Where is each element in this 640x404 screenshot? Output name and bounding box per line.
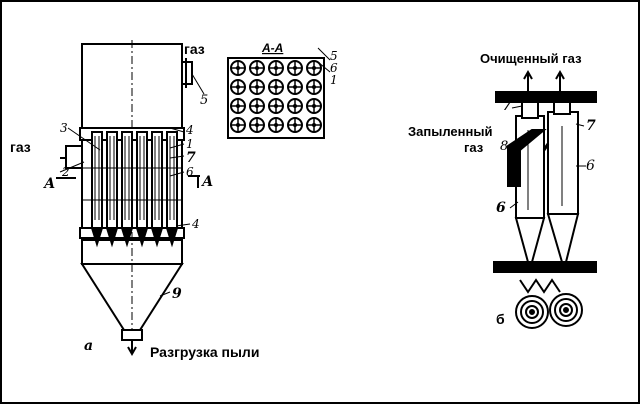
cyclone-right-body [547, 111, 579, 215]
callout-7-b-left: 7 [502, 98, 512, 114]
section-element-core [236, 85, 240, 89]
gas-outlet-label: газ [184, 41, 205, 57]
callout-7-b-right: 7 [586, 118, 596, 134]
section-element-core [255, 104, 259, 108]
dust-discharge-label: Разгрузка пыли [150, 344, 259, 360]
bottom-beam [493, 261, 597, 273]
section-element-core [274, 66, 278, 70]
callout-8: 8 [500, 139, 508, 154]
cyclone-left-cone [514, 217, 546, 263]
cyclone-right-outlet-pipe [553, 101, 571, 115]
callout-1: 1 [186, 137, 194, 151]
section-title: А-А [261, 41, 283, 55]
section-plate [227, 57, 325, 139]
scroll-right [549, 293, 583, 327]
labels: газ газ А-А Разгрузка пыли а Очищенный г… [10, 41, 582, 360]
callout-6-section: 6 [330, 61, 338, 75]
section-grid [230, 60, 322, 133]
figure-a-label: а [84, 338, 93, 354]
section-element-core [274, 104, 278, 108]
discharge-nozzle [121, 329, 143, 341]
scroll-left [515, 295, 549, 329]
section-element-core [236, 104, 240, 108]
callout-7-left: 7 [186, 150, 196, 166]
dusty-gas-inlet [507, 129, 547, 187]
section-element-core [312, 123, 316, 127]
section-element-core [293, 123, 297, 127]
callout-9: 9 [172, 286, 182, 302]
callout-3: 3 [60, 121, 68, 135]
section-element-core [293, 104, 297, 108]
top-beam [495, 91, 597, 103]
callout-6-b-right: 6 [586, 158, 595, 174]
section-element-core [274, 85, 278, 89]
cyclone-elements [82, 131, 182, 248]
leader-5-top [191, 73, 205, 95]
dust-flow-wave [519, 278, 561, 294]
clean-gas-label: Очищенный газ [480, 51, 582, 66]
section-aa-view [227, 47, 331, 139]
discharge-arrow-head [127, 346, 137, 357]
callout-4-lower: 4 [191, 217, 200, 231]
section-element-core [255, 123, 259, 127]
section-element-core [312, 66, 316, 70]
callout-6-left: 6 [186, 165, 194, 179]
dusty-gas-label-line1: Запыленный [408, 124, 492, 139]
cyclone-left-outlet-pipe [521, 101, 539, 119]
section-element-core [293, 85, 297, 89]
section-element-core [293, 66, 297, 70]
cyclone-pair-figure [493, 69, 597, 329]
section-element-core [312, 104, 316, 108]
gas-inlet-label: газ [10, 139, 31, 155]
callout-1-section: 1 [330, 73, 338, 87]
callout-2: 2 [61, 165, 70, 179]
callout-leaders [59, 127, 191, 297]
section-element-core [236, 123, 240, 127]
section-element-core [312, 85, 316, 89]
callout-5-section: 5 [330, 49, 338, 63]
cyclone-right-cone [546, 213, 580, 263]
section-A-right: А [201, 174, 213, 190]
dusty-gas-label-line2: газ [464, 140, 484, 155]
section-element-core [255, 66, 259, 70]
figure-b-label: б [496, 311, 505, 327]
section-element-core [274, 123, 278, 127]
callout-5-top: 5 [200, 93, 208, 108]
section-element-core [236, 66, 240, 70]
battery-cyclone-figure [56, 40, 205, 357]
section-A-left: А [43, 176, 55, 192]
section-element-core [255, 85, 259, 89]
callout-4-upper: 4 [185, 123, 194, 137]
callout-numbers: 5 5 6 1 3 4 1 7 6 4 2 9 А А 7 7 8 6 6 [43, 49, 596, 302]
callout-6-b-left: 6 [496, 200, 506, 216]
